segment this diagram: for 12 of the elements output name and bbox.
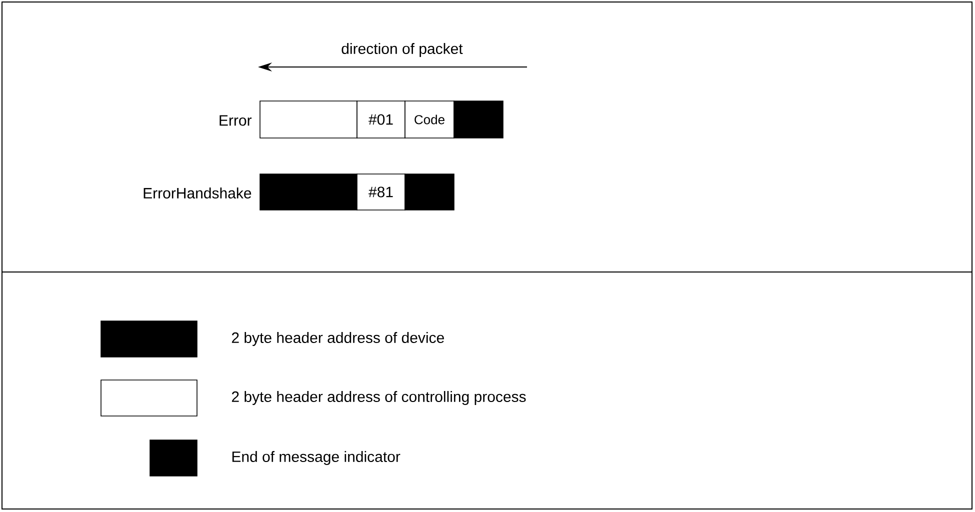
row-label: Error bbox=[220, 115, 252, 126]
field-box: #01 bbox=[356, 100, 406, 138]
field-box: #81 bbox=[356, 174, 406, 210]
legend-text: 2 byte header address of controlling process bbox=[232, 391, 526, 405]
legend-text: End of message indicator bbox=[232, 451, 400, 465]
legend-text: 2 byte header address of device bbox=[232, 332, 444, 346]
arrow-label: direction of packet bbox=[342, 43, 463, 57]
field-box bbox=[260, 174, 358, 210]
field-box bbox=[404, 174, 454, 210]
field-box bbox=[454, 100, 504, 138]
row-label: ErrorHandshake bbox=[144, 188, 252, 198]
field-box: Code bbox=[404, 100, 454, 138]
